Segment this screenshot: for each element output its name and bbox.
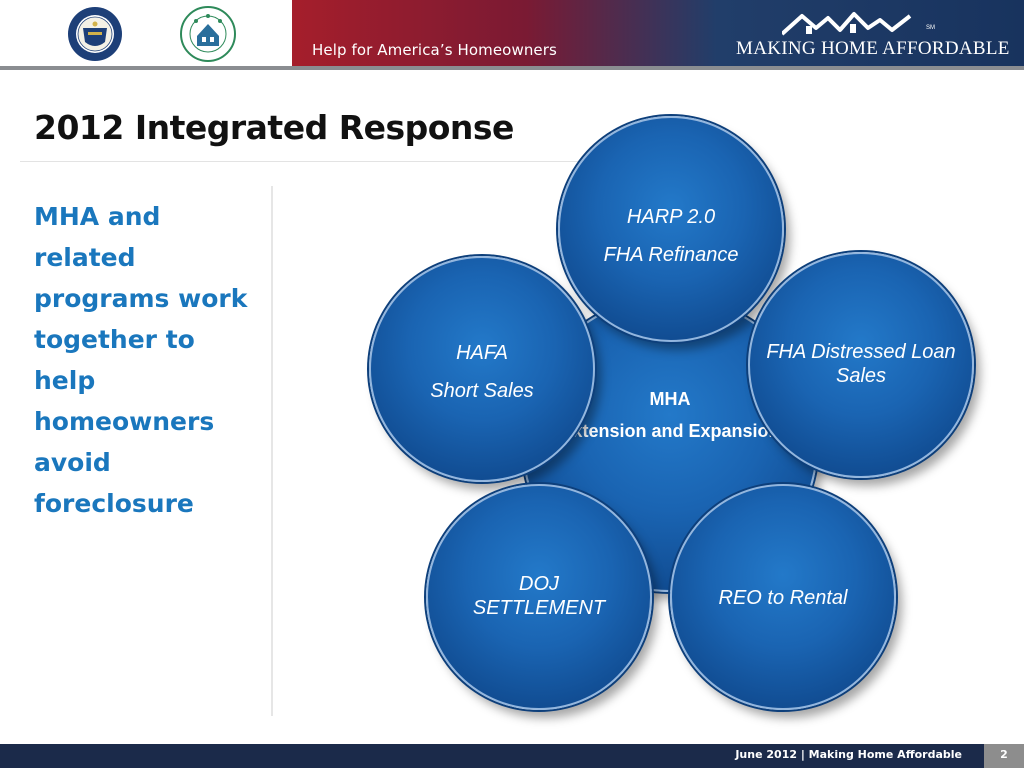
- center-label-subtitle: Extension and Expansion: [560, 421, 780, 441]
- center-label-title: MHA: [649, 389, 691, 409]
- header-tagline: Help for America’s Homeowners: [312, 41, 557, 59]
- footer-text: June 2012 | Making Home Affordable: [735, 748, 962, 761]
- reo-label: REO to Rental: [718, 587, 848, 609]
- slide-title: 2012 Integrated Response: [34, 108, 514, 147]
- circle-hafa: HAFA Short Sales: [369, 256, 595, 482]
- brand-logo: SM MAKING HOME AFFORDABLE: [730, 8, 1009, 60]
- harp-label-line1: HARP 2.0: [626, 206, 716, 228]
- page-number-box: 2: [984, 744, 1024, 768]
- hafa-label-line2: Short Sales: [430, 380, 534, 402]
- circle-fha-distressed: FHA Distressed Loan Sales: [748, 252, 974, 478]
- circle-reo-rental: REO to Rental: [670, 484, 896, 710]
- header-bar: Help for America’s Homeowners SM MAKING …: [0, 0, 1024, 70]
- service-mark: SM: [926, 25, 935, 31]
- header-banner: Help for America’s Homeowners SM MAKING …: [292, 0, 1024, 66]
- treasury-seal-icon: [68, 7, 122, 61]
- fha-distressed-label: FHA Distressed Loan Sales: [766, 341, 956, 387]
- house-roof-icon: [782, 12, 912, 36]
- header-divider: [0, 66, 1024, 70]
- header-logo-area: [0, 0, 292, 66]
- brand-name: MAKING HOME AFFORDABLE: [736, 38, 1010, 59]
- side-description: MHA and related programs work together t…: [34, 202, 248, 518]
- doj-label: DOJ SETTLEMENT: [472, 573, 606, 619]
- hud-seal-icon: [180, 6, 236, 62]
- harp-label-line2: FHA Refinance: [603, 244, 739, 266]
- side-divider: [271, 186, 273, 716]
- hafa-label-line1: HAFA: [456, 342, 508, 364]
- title-underline: [20, 161, 580, 162]
- circle-harp: HARP 2.0 FHA Refinance: [558, 116, 784, 342]
- page-number: 2: [1000, 748, 1008, 761]
- footer-bar: June 2012 | Making Home Affordable 2: [0, 744, 1024, 768]
- circle-doj-settlement: DOJ SETTLEMENT: [426, 484, 652, 710]
